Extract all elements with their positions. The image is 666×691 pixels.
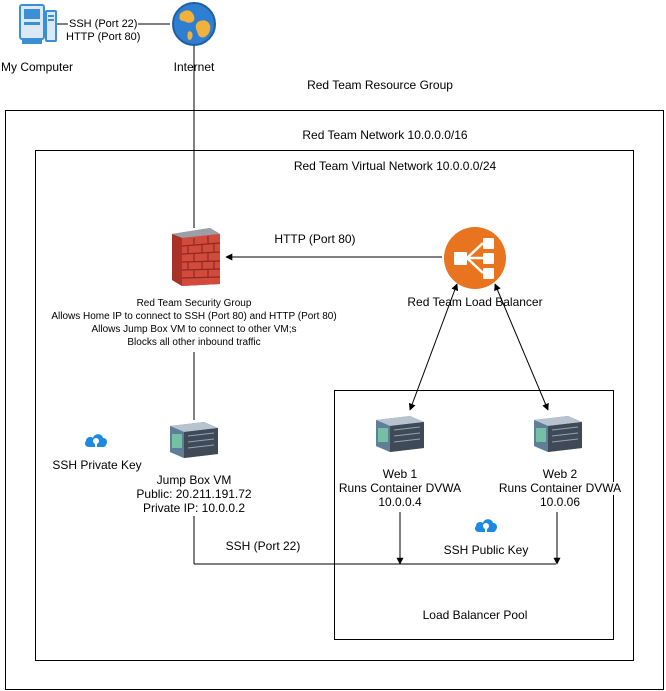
web1-name: Web 1 [382,467,418,481]
private-key-icon [85,434,107,450]
security-group-rule: Allows Jump Box VM to connect to other V… [91,324,297,335]
network-label: Red Team Network 10.0.0.0/16 [302,128,468,142]
home-link-label-ssh: SSH (Port 22) [68,18,139,31]
globe-icon [172,2,216,46]
web2-server-icon [534,416,582,452]
load-balancer-label: Red Team Load Balancer [407,295,543,309]
lb-web1-arrow [408,283,459,411]
security-group-rule: Blocks all other inbound traffic [127,337,261,348]
lb-web2-arrow [494,283,549,411]
web2-container: Runs Container DVWA [490,482,630,495]
web2-name: Web 2 [542,467,578,481]
web1-container: Runs Container DVWA [338,481,462,495]
ssh-private-key-label: SSH Private Key [52,458,142,472]
computer-icon [19,4,57,44]
vnet-label: Red Team Virtual Network 10.0.0.0/24 [293,159,497,173]
jumpbox-name: Jump Box VM [156,473,232,487]
my-computer-label: My Computer [0,60,74,74]
internet-label: Internet [173,60,215,74]
jumpbox-private-ip: Private IP: 10.0.0.2 [142,501,246,515]
resource-group-label: Red Team Resource Group [307,78,453,92]
firewall-icon [172,228,221,286]
web1-server-icon [376,416,424,452]
security-group-title: Red Team Security Group [136,298,252,309]
lb-to-sg-label: HTTP (Port 80) [274,232,356,246]
web2-ip: 10.0.06 [539,495,581,509]
home-link-label-http: HTTP (Port 80) [66,31,141,43]
jumpbox-server-icon [170,422,218,458]
security-group-rule: Allows Home IP to connect to SSH (Port 8… [51,311,337,322]
load-balancer-pool-box [334,390,614,640]
lb-pool-label: Load Balancer Pool [422,608,528,622]
public-key-icon [475,519,497,535]
jumpbox-public-ip: Public: 20.211.191.72 [136,487,252,501]
jump-ssh-label: SSH (Port 22) [225,539,301,553]
web1-ip: 10.0.0.4 [378,495,422,509]
resource-group-box [5,110,664,690]
load-balancer-icon [444,227,506,289]
network-box [35,150,634,661]
ssh-public-key-label: SSH Public Key [430,544,542,557]
